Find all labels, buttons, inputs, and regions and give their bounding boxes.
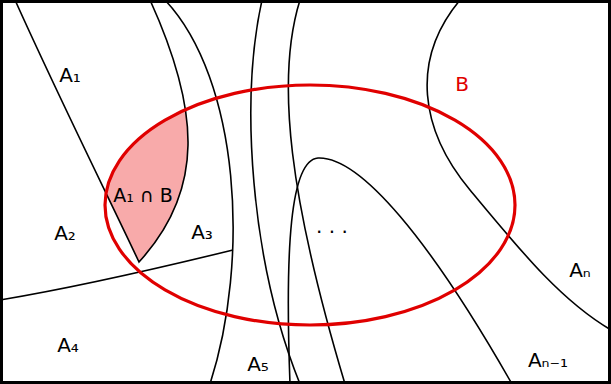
partition-curve bbox=[0, 250, 233, 300]
set-label: A₂ bbox=[54, 223, 76, 243]
set-label: A₁ bbox=[59, 65, 81, 85]
partition-curve bbox=[165, 0, 233, 384]
ellipsis-label: · · · bbox=[316, 222, 348, 242]
set-label: Aₙ bbox=[569, 260, 591, 280]
partition-curve bbox=[427, 0, 611, 330]
set-label: Aₙ₋₁ bbox=[528, 350, 568, 370]
event-label: B bbox=[455, 74, 469, 94]
intersection-shading bbox=[15, 0, 188, 262]
partition-curve bbox=[251, 0, 300, 384]
set-label: A₄ bbox=[57, 335, 79, 355]
partition-curve bbox=[288, 158, 512, 384]
set-label: A₃ bbox=[191, 222, 213, 242]
partition-curve bbox=[15, 0, 188, 262]
set-label: A₅ bbox=[247, 354, 269, 374]
event-ellipse bbox=[105, 85, 515, 325]
intersection-label: A₁ ∩ B bbox=[113, 186, 173, 205]
